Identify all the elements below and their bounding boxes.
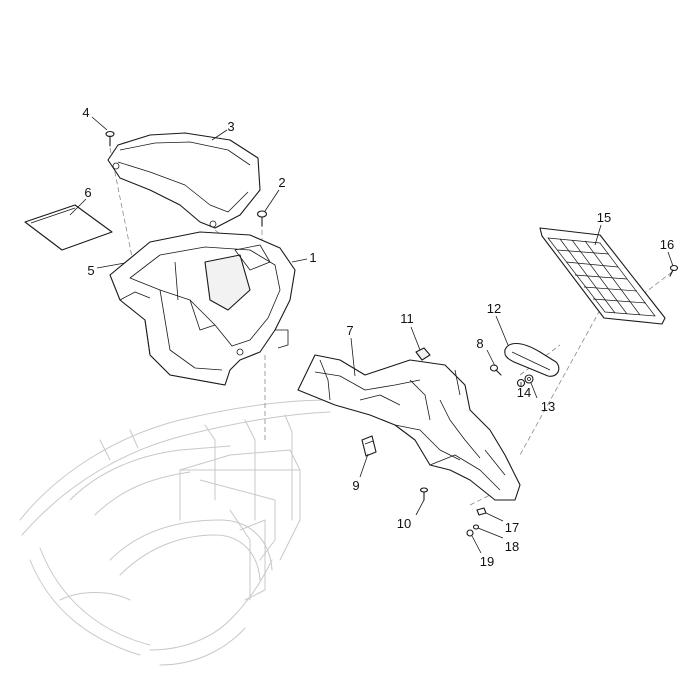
callout-14: 14 [517,385,531,400]
part-fastener-17 [476,507,487,516]
callout-4: 4 [82,105,89,120]
callout-15: 15 [597,210,611,225]
part-screw-4 [105,130,115,147]
callout-19: 19 [480,554,494,569]
callout-1: 1 [309,250,316,265]
callout-7: 7 [346,323,353,338]
part-clip-11 [415,347,431,361]
callout-18: 18 [505,539,519,554]
part-screw-10 [419,487,429,501]
part-rear-support [297,354,521,501]
part-fastener-18 [472,524,480,530]
callout-17: 17 [505,520,519,535]
callout-2: 2 [278,175,285,190]
callout-16: 16 [660,237,674,252]
callout-13: 13 [541,399,555,414]
callout-6: 6 [84,185,91,200]
part-screw-16 [669,264,679,277]
part-pad [24,204,113,251]
callout-10: 10 [397,516,411,531]
part-washer-13 [524,374,534,384]
part-cover-lid [107,132,261,229]
part-clip-9 [361,435,377,457]
callout-labels: 1 2 3 4 5 6 7 8 9 10 11 12 13 14 15 16 1… [82,105,674,569]
callout-12: 12 [487,301,501,316]
part-fastener-19 [466,529,474,537]
part-screw-8 [489,364,502,376]
part-helmet-compartment [109,231,296,386]
callout-5: 5 [87,263,94,278]
callout-11: 11 [400,311,414,326]
part-screw-2 [256,210,268,227]
part-reflector [504,342,560,377]
callout-3: 3 [227,119,234,134]
leader-lines [69,116,674,554]
callout-9: 9 [352,478,359,493]
scooter-frame [19,399,331,666]
callout-8: 8 [476,336,483,351]
part-license-plate [539,227,666,325]
